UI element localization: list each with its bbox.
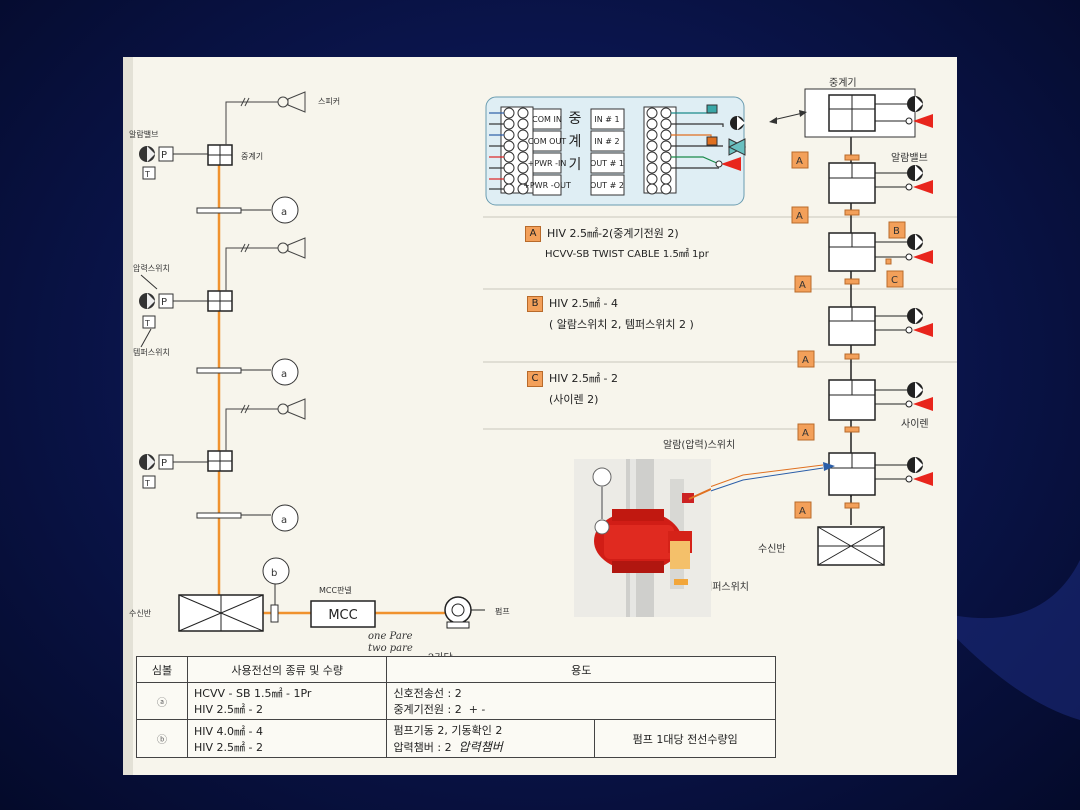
tamper-switch-label: 템퍼스위치 (133, 347, 170, 357)
speaker-3 (225, 398, 306, 451)
pump-icon (444, 596, 485, 629)
right-siren-label: 사이렌 (901, 418, 929, 430)
right-receiver-panel (817, 526, 885, 566)
svg-text:P: P (161, 458, 167, 469)
wire-spec-table: 심볼 사용전선의 종류 및 수량 용도 ⓐ HCVV - SB 1.5㎟ - 1… (136, 656, 776, 758)
svg-text:COM OUT: COM OUT (528, 137, 566, 146)
table-header-symbol: 심볼 (136, 656, 188, 683)
svg-text:P: P (161, 297, 167, 308)
svg-text:P: P (161, 150, 167, 161)
right-relay-6 (828, 452, 933, 496)
svg-text:OUT # 1: OUT # 1 (590, 159, 624, 168)
svg-text:A: A (802, 355, 809, 366)
right-pressure-switch-label: 알람(압력)스위치 (663, 438, 735, 451)
left-relay-3 (207, 450, 233, 472)
alarm-valve-photo (574, 459, 711, 617)
legend-b-line1: HIV 2.5㎟ - 4 (549, 297, 618, 310)
legend-c-line1: HIV 2.5㎟ - 2 (549, 372, 618, 385)
mcc-box (310, 600, 376, 628)
terminal-relay-char-2: 계 (569, 134, 582, 150)
svg-text:b: b (271, 568, 277, 579)
legend-a-line2: HCVV-SB TWIST CABLE 1.5㎟ 1pr (545, 249, 709, 260)
cable-marker-a-1 (196, 196, 299, 224)
pump-label: 펌프 (495, 606, 510, 616)
svg-text:A: A (799, 506, 806, 517)
svg-text:T: T (144, 170, 150, 179)
svg-text:A: A (796, 156, 803, 167)
speaker-label: 스피커 (318, 97, 340, 106)
svg-text:T: T (144, 479, 150, 488)
svg-text:C: C (891, 275, 898, 286)
cable-marker-b (262, 557, 290, 585)
riser-tags (791, 151, 906, 519)
left-valve-3 (139, 454, 208, 489)
terminal-relay-char-1: 중 (569, 111, 582, 127)
left-relay-2 (207, 290, 233, 312)
right-relay-3 (828, 232, 933, 272)
svg-text:a: a (281, 207, 287, 218)
right-alarm-valve-label: 알람밸브 (891, 151, 928, 164)
svg-text:A: A (799, 280, 806, 291)
svg-text:A: A (802, 428, 809, 439)
legend-a-line1: HIV 2.5㎟-2(중계기전원 2) (547, 227, 679, 240)
right-tamper-switch-label: 템퍼스위치 (703, 580, 749, 593)
pressure-switch-label: 압력스위치 (133, 263, 170, 273)
svg-text:IN # 2: IN # 2 (594, 137, 619, 146)
svg-text:MCC: MCC (328, 608, 357, 623)
left-receiver-panel (178, 594, 264, 632)
handwritten-note-1: one Pare (368, 631, 413, 642)
left-valve-2 (139, 274, 208, 348)
legend-c-line2: (사이렌 2) (549, 393, 599, 406)
handwritten-note-5: 압력챔버 (458, 740, 503, 754)
svg-text:a: a (281, 515, 287, 526)
svg-text:B: B (893, 226, 900, 237)
table-header-wire: 사용전선의 종류 및 수량 (186, 656, 388, 683)
cable-marker-a-2 (196, 358, 299, 386)
diagram-page: 스피커 P T 알람밸브 중계기 P T 압력스위치 템퍼스위치 (123, 57, 957, 775)
legend-b-line2: ( 알람스위치 2, 템퍼스위치 2 ) (549, 318, 694, 331)
svg-text:a: a (281, 369, 287, 380)
terminal-relay-char-3: 기 (569, 157, 582, 173)
svg-text:+PWR -IN: +PWR -IN (528, 159, 567, 168)
right-receiver-label: 수신반 (758, 543, 786, 555)
right-relay-5 (828, 379, 933, 421)
right-relay-label: 중계기 (829, 77, 857, 89)
table-header-use: 용도 (386, 656, 776, 683)
alarm-valve-label: 알람밸브 (129, 129, 158, 139)
svg-text:OUT # 2: OUT # 2 (590, 181, 624, 190)
svg-text:COM IN: COM IN (532, 115, 562, 124)
left-valve-1 (139, 146, 208, 180)
right-relay-2 (828, 162, 933, 204)
right-relay-top (804, 88, 933, 138)
relay-label: 중계기 (241, 151, 263, 161)
left-relay-1 (207, 144, 233, 166)
cable-marker-a-3 (196, 504, 299, 532)
speaker-2 (225, 237, 306, 291)
wiring-diagram: 스피커 P T 알람밸브 중계기 P T 압력스위치 템퍼스위치 (123, 57, 957, 775)
svg-text:+PWR -OUT: +PWR -OUT (523, 181, 571, 190)
mcc-panel-label: MCC판넬 (319, 586, 352, 595)
terminal-block-panel (485, 96, 747, 206)
svg-text:IN # 1: IN # 1 (594, 115, 619, 124)
right-relay-4 (828, 306, 933, 346)
svg-text:A: A (796, 211, 803, 222)
receiver-label: 수신반 (129, 609, 152, 618)
speaker-1 (225, 91, 306, 145)
svg-text:T: T (144, 319, 150, 328)
handwritten-note-4: + - (468, 703, 486, 716)
handwritten-note-2: two pare (368, 643, 413, 654)
